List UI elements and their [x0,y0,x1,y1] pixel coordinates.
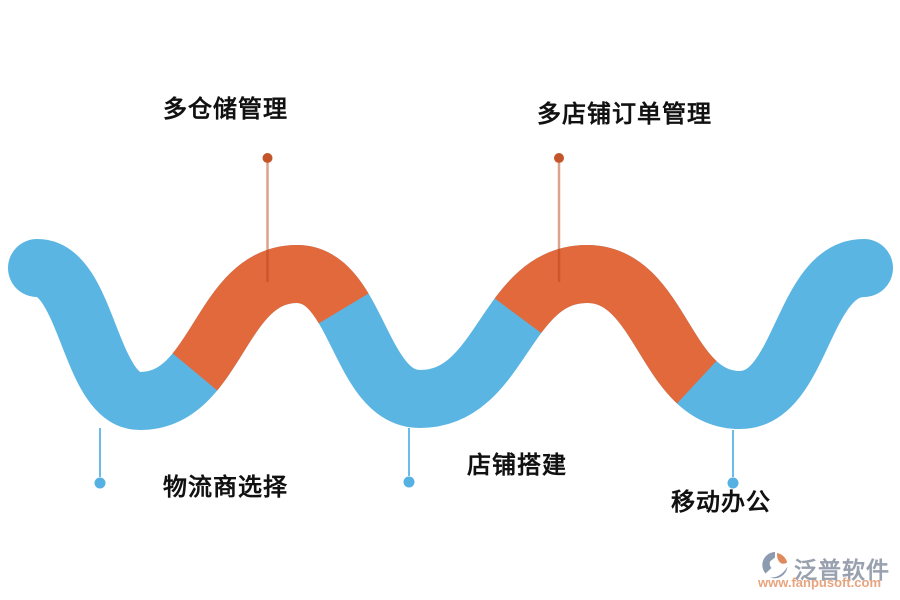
watermark-url: www.fanpusoft.com [758,575,882,590]
node-label-multi-store-orders: 多店铺订单管理 [537,101,712,128]
milestone-dot-bottom-3 [727,477,739,489]
fanpu-logo-icon [762,552,788,579]
node-label-mobile-office: 移动办公 [671,489,771,516]
milestone-dot-bottom-2 [403,476,415,488]
node-label-logistics-provider: 物流商选择 [163,474,288,501]
watermark-brand: 泛普软件 [794,557,890,583]
node-label-store-setup: 店铺搭建 [467,452,567,479]
milestone-dot-bottom-1 [94,477,106,489]
wave-path-blue [8,239,893,431]
node-label-multi-warehouse: 多仓储管理 [163,96,288,123]
milestone-dot-top-2 [554,153,564,163]
milestone-dot-top-1 [262,153,273,163]
